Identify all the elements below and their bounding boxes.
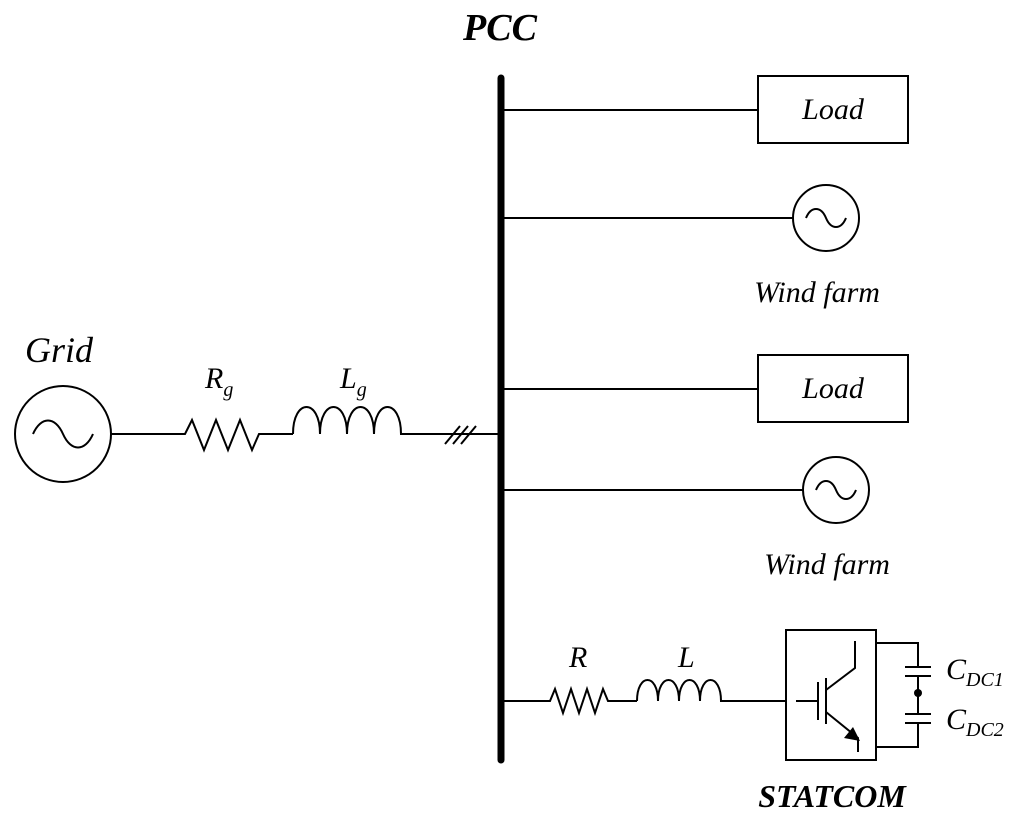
three-phase-marker — [444, 425, 477, 445]
grid-label: Grid — [25, 330, 94, 370]
igbt-icon — [796, 641, 860, 752]
cdc2-label: CDC2 — [946, 703, 1004, 741]
statcom-resistor — [503, 685, 637, 717]
statcom-resistor-label: R — [568, 641, 587, 674]
load1-box — [757, 75, 909, 144]
wind2-label: Wind farm — [764, 548, 890, 581]
statcom-inductor — [636, 679, 786, 702]
statcom-converter-box — [785, 629, 877, 761]
dc-link — [876, 642, 931, 748]
load1-label: Load — [801, 93, 865, 126]
wind1-generator — [792, 184, 860, 252]
grid-resistor-label: Rg — [204, 362, 233, 401]
wind2-generator — [802, 456, 870, 524]
grid-line — [111, 417, 293, 453]
grid-inductor-label: Lg — [339, 362, 367, 401]
cdc1-label: CDC1 — [946, 653, 1004, 691]
statcom-inductor-label: L — [677, 641, 695, 674]
load2-box — [757, 354, 909, 423]
wind1-label: Wind farm — [754, 276, 880, 309]
statcom-label: STATCOM — [758, 778, 907, 814]
grid-inductor — [292, 406, 498, 435]
pcc-label: PCC — [462, 7, 538, 49]
grid-source — [14, 385, 112, 483]
load2-label: Load — [801, 372, 865, 405]
